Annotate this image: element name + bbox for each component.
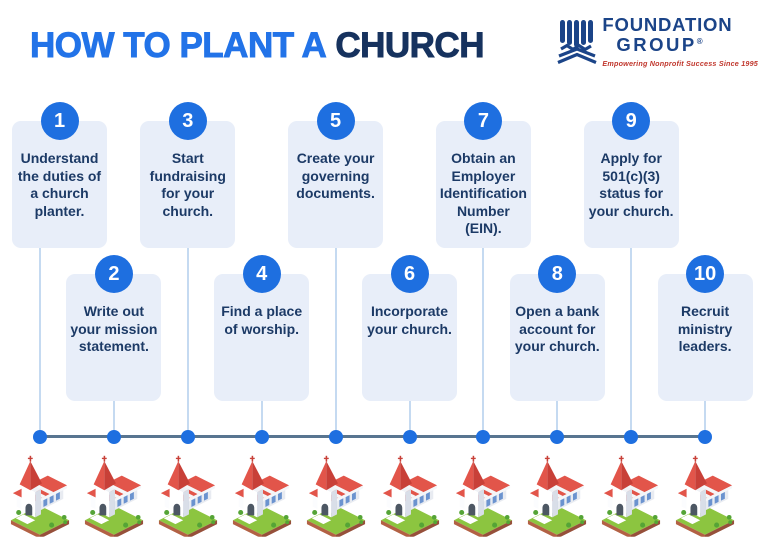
church-icon [231,455,293,537]
step-number-badge: 9 [612,102,651,140]
timeline-dot [698,429,713,444]
step-card-text: Obtain an Employer Identification Number… [439,150,527,237]
timeline-dot [402,429,417,444]
step-card-text: Create your governing documents. [296,150,375,202]
step-card-text: Apply for 501(c)(3) status for your chur… [588,150,674,219]
timeline-dot [106,429,121,444]
step-number-badge: 10 [686,255,725,293]
church-icon [157,455,219,537]
church-icon [452,455,514,537]
connector-line [334,248,337,437]
connector-line [704,401,707,437]
step-card-text: Recruit ministry leaders. [677,303,733,355]
step-card-text: Open a bank account for your church. [514,303,600,355]
logo-tagline: Empowering Nonprofit Success Since 1995 [602,59,758,69]
registered-trademark-icon: ® [696,37,703,46]
step-card-text: Start fundraising for your church. [149,150,226,219]
church-icon [379,455,441,537]
connector-line [186,248,189,437]
step-number-badge: 1 [40,102,79,140]
step-card-text: Understand the duties of a church plante… [17,150,102,219]
connector-line [408,401,411,437]
foundation-group-logo-icon [557,20,598,64]
timeline-dot [254,429,269,444]
church-icon [305,455,367,537]
church-icon [600,455,662,537]
logo-name-line1: FOUNDATION [602,14,733,35]
timeline-line [40,435,706,438]
church-icon [674,455,736,537]
connector-line [630,248,633,437]
connector-line [556,401,559,437]
timeline-dot [328,429,343,444]
connector-line [39,248,41,437]
page-title-secondary: CHURCH [335,26,485,66]
connector-line [482,248,485,437]
logo-name-line2: GROUP® [616,34,703,56]
step-number-badge: 2 [94,255,133,293]
foundation-group-logo: FOUNDATION GROUP® Empowering Nonprofit S… [557,14,758,69]
step-number-badge: 5 [316,102,355,140]
timeline-dot [476,429,491,444]
timeline-dot [33,429,47,444]
timeline-dot [550,429,565,444]
step-number-badge: 7 [464,102,503,140]
church-icon [83,455,145,537]
page-title-primary: HOW TO PLANT A [30,26,328,66]
step-number-badge: 6 [390,255,429,293]
timeline-dot [624,429,639,444]
step-card-text: Incorporate your church. [367,303,452,337]
step-card-text: Find a place of worship. [221,303,303,337]
connector-line [260,401,263,437]
church-icon [9,455,71,537]
timeline-dot [180,429,195,444]
connector-line [112,401,115,437]
step-number-badge: 8 [538,255,577,293]
step-number-badge: 4 [242,255,281,293]
step-number-badge: 3 [168,102,207,140]
church-icon [526,455,588,537]
foundation-group-logo-text: FOUNDATION GROUP® Empowering Nonprofit S… [602,14,758,69]
step-card-text: Write out your mission statement. [70,303,158,355]
